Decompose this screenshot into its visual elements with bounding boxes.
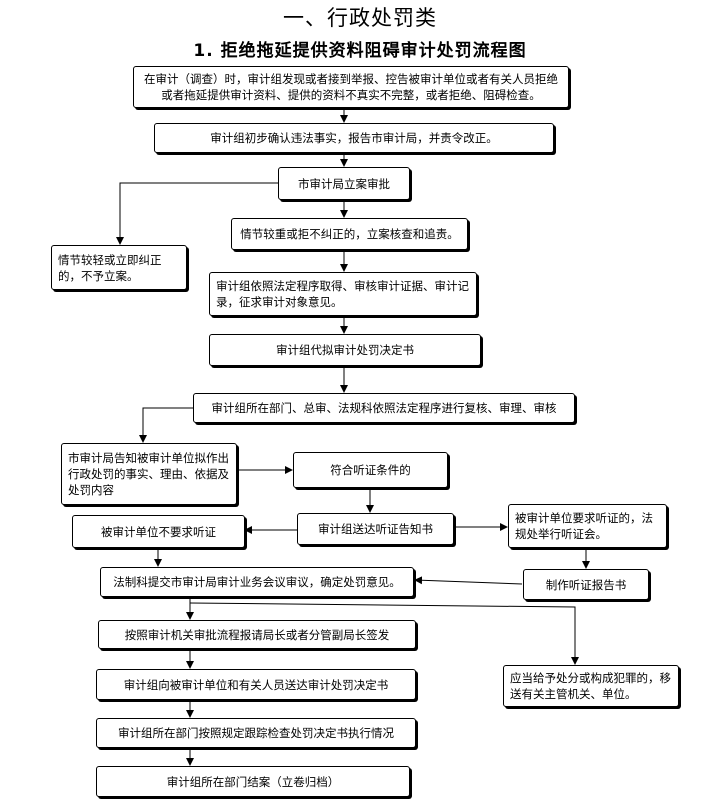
node-hearing-report: 制作听证报告书 (523, 569, 649, 600)
node-deliver: 审计组向被审计单位和有关人员送达审计处罚决定书 (96, 669, 416, 700)
node-criminal: 应当给予处分或构成犯罪的，移送有关主管机关、单位。 (503, 665, 679, 707)
node-no-hearing: 被审计单位不要求听证 (72, 515, 245, 548)
page-title: 一、行政处罚类 (283, 6, 437, 30)
arrow-council-to-criminal (189, 602, 579, 665)
node-evidence: 审计组依照法定程序取得、审核审计证据、审计记录，征求审计对象意见。 (209, 272, 477, 316)
node-approve: 市审计局立案审批 (278, 167, 410, 200)
node-serious: 情节较重或拒不纠正的，立案核查和追责。 (231, 218, 468, 250)
node-sign: 按照审计机关审批流程报请局长或者分管副局长签发 (98, 620, 416, 649)
node-council: 法制科提交市审计局审计业务会议审议，确定处罚意见。 (100, 567, 414, 597)
arrow-approve-to-minor (116, 182, 278, 245)
arrow-review-to-notify (139, 407, 193, 443)
node-hearing-cond: 符合听证条件的 (293, 452, 448, 488)
node-hearing-notice: 审计组送达听证告知书 (297, 513, 454, 545)
node-request-hearing: 被审计单位要求听证的，法规处举行听证会。 (508, 504, 667, 548)
node-review: 审计组所在部门、总审、法规科依照法定程序进行复核、审理、审核 (193, 393, 575, 423)
node-close: 审计组所在部门结案（立卷归档） (96, 766, 410, 797)
node-notify: 市审计局告知被审计单位拟作出行政处罚的事实、理由、依据及处罚内容 (61, 443, 237, 505)
node-start: 在审计（调查）时，审计组发现或者接到举报、控告被审计单位或者有关人员拒绝或者拖延… (133, 66, 569, 108)
node-followup: 审计组所在部门按照规定跟踪检查处罚决定书执行情况 (96, 718, 416, 748)
flowchart-title: 1. 拒绝拖延提供资料阻碍审计处罚流程图 (193, 41, 527, 61)
node-draft: 审计组代拟审计处罚决定书 (209, 334, 481, 366)
arrow-report-to-council (414, 576, 523, 585)
node-verify: 审计组初步确认违法事实，报告市审计局，并责令改正。 (154, 123, 554, 153)
node-minor: 情节较轻或立即纠正的，不予立案。 (51, 245, 187, 290)
